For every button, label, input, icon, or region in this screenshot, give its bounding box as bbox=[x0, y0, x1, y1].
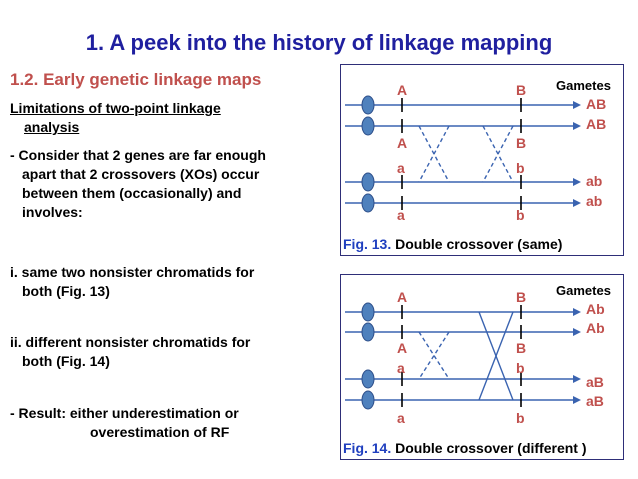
centromere-3 bbox=[361, 369, 375, 389]
gamete-label: AB bbox=[586, 116, 606, 132]
arrowhead-4 bbox=[573, 396, 581, 404]
allele-label: a bbox=[397, 160, 405, 176]
figure-14-double-crossover-different: A B A B a b a b Gametes Ab Ab aB aB Fig.… bbox=[340, 274, 624, 460]
case1-line-1: i. same two nonsister chromatids for bbox=[10, 264, 255, 280]
result-line-1: - Result: either underestimation or bbox=[10, 405, 239, 421]
crossover-2b bbox=[482, 125, 514, 183]
centromere-1 bbox=[361, 95, 375, 115]
crossover-1b bbox=[418, 125, 450, 183]
page-title: 1. A peek into the history of linkage ma… bbox=[85, 30, 553, 55]
gamete-label: ab bbox=[586, 173, 602, 189]
limitations-line-2: analysis bbox=[24, 119, 80, 135]
figure-13-diagram: A B A B a b a b Gametes AB AB ab ab bbox=[345, 78, 611, 223]
arrowhead-3 bbox=[573, 375, 581, 383]
gamete-label: aB bbox=[586, 393, 604, 409]
centromere-3 bbox=[361, 172, 375, 192]
gamete-label: ab bbox=[586, 193, 602, 209]
figure-13-caption-text: Double crossover (same) bbox=[395, 236, 563, 252]
figure-13-caption-label: Fig. 13. bbox=[343, 236, 392, 252]
gamete-label: Ab bbox=[586, 320, 605, 336]
consider-line-1: - Consider that 2 genes are far enough bbox=[10, 147, 266, 163]
section-subtitle: 1.2. Early genetic linkage maps bbox=[10, 70, 262, 89]
crossover-1b bbox=[418, 331, 450, 380]
allele-label: b bbox=[516, 360, 525, 376]
case2-line-2: both (Fig. 14) bbox=[22, 353, 110, 369]
allele-label: A bbox=[397, 289, 407, 305]
gamete-label: Ab bbox=[586, 301, 605, 317]
allele-label: A bbox=[397, 340, 407, 356]
case-same-chromatids: i. same two nonsister chromatids for bot… bbox=[10, 263, 330, 301]
consider-line-3: between them (occasionally) and bbox=[22, 185, 242, 201]
allele-label: A bbox=[397, 82, 407, 98]
consider-line-2: apart that 2 crossovers (XOs) occur bbox=[22, 166, 260, 182]
allele-label: A bbox=[397, 135, 407, 151]
case-different-chromatids: ii. different nonsister chromatids for b… bbox=[10, 333, 330, 371]
centromere-1 bbox=[361, 302, 375, 322]
limitations-heading: Limitations of two-point linkage analysi… bbox=[10, 99, 310, 137]
allele-label: B bbox=[516, 82, 526, 98]
allele-label: a bbox=[397, 207, 405, 223]
arrowhead-3 bbox=[573, 178, 581, 186]
allele-label: b bbox=[516, 207, 525, 223]
case1-line-2: both (Fig. 13) bbox=[22, 283, 110, 299]
allele-label: a bbox=[397, 360, 405, 376]
result-paragraph: - Result: either underestimation or over… bbox=[10, 404, 330, 442]
arrowhead-4 bbox=[573, 199, 581, 207]
centromere-2 bbox=[361, 116, 375, 136]
centromere-2 bbox=[361, 322, 375, 342]
allele-label: B bbox=[516, 135, 526, 151]
gamete-label: AB bbox=[586, 96, 606, 112]
consider-line-4: involves: bbox=[22, 204, 83, 220]
arrowhead-2 bbox=[573, 122, 581, 130]
arrowhead-2 bbox=[573, 328, 581, 336]
figure-14-caption-label: Fig. 14. bbox=[343, 440, 392, 456]
allele-label: B bbox=[516, 340, 526, 356]
figure-14-caption: Fig. 14. Double crossover (different ) bbox=[343, 440, 587, 456]
crossover-2b bbox=[478, 311, 514, 401]
allele-label: b bbox=[516, 160, 525, 176]
centromere-4 bbox=[361, 390, 375, 410]
gamete-label: aB bbox=[586, 374, 604, 390]
figure-14-diagram: A B A B a b a b Gametes Ab Ab aB aB bbox=[345, 283, 611, 426]
case2-line-1: ii. different nonsister chromatids for bbox=[10, 334, 251, 350]
gametes-title: Gametes bbox=[556, 78, 611, 93]
result-line-2: overestimation of RF bbox=[90, 424, 230, 440]
allele-label: a bbox=[397, 410, 405, 426]
allele-label: b bbox=[516, 410, 525, 426]
limitations-line-1: Limitations of two-point linkage bbox=[10, 100, 221, 116]
consider-paragraph: - Consider that 2 genes are far enough a… bbox=[10, 146, 315, 222]
figure-13-caption: Fig. 13. Double crossover (same) bbox=[343, 236, 562, 252]
allele-label: B bbox=[516, 289, 526, 305]
figure-14-caption-text: Double crossover (different ) bbox=[395, 440, 587, 456]
arrowhead-1 bbox=[573, 101, 581, 109]
crossover-1a bbox=[418, 331, 450, 380]
gametes-title: Gametes bbox=[556, 283, 611, 298]
figure-13-double-crossover-same: A B A B a b a b Gametes AB AB ab ab Fig.… bbox=[340, 64, 624, 256]
centromere-4 bbox=[361, 193, 375, 213]
arrowhead-1 bbox=[573, 308, 581, 316]
